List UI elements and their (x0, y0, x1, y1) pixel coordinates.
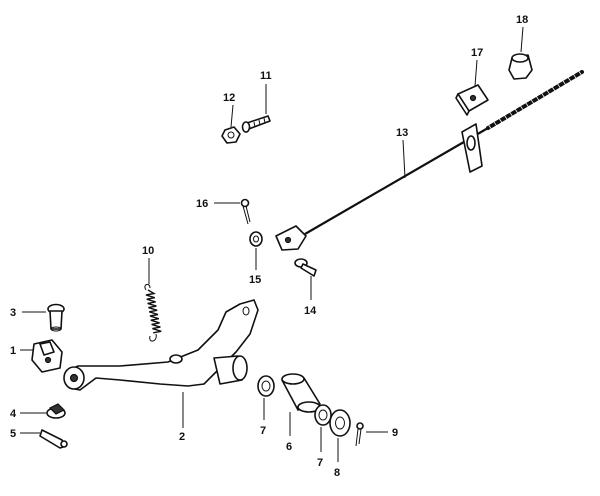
callout-7a: 7 (260, 425, 266, 437)
callout-10: 10 (142, 245, 154, 257)
callout-18: 18 (516, 14, 528, 26)
rod-clevis (275, 225, 307, 251)
leader-13 (402, 139, 406, 179)
callout-4: 4 (10, 408, 17, 420)
callout-17: 17 (471, 47, 483, 59)
part-16-cotter-pin (240, 198, 251, 225)
part-7-washer-a (257, 375, 275, 397)
part-7-washer-b (314, 404, 332, 426)
part-12-nut (221, 126, 241, 144)
callout-12: 12 (223, 92, 235, 104)
part-18-cap (508, 53, 533, 80)
callout-15: 15 (249, 274, 261, 286)
callout-13: 13 (396, 127, 408, 139)
part-15-washer (249, 231, 263, 247)
part-8-washer (329, 409, 351, 437)
part-3-pivot-bolt (47, 303, 65, 332)
part-1-mounting-bracket (31, 339, 63, 373)
callout-5: 5 (10, 428, 16, 440)
callout-14: 14 (304, 305, 317, 317)
callout-2: 2 (179, 431, 185, 443)
callout-11: 11 (260, 70, 272, 82)
leader-18 (520, 26, 524, 53)
part-13-brake-rod (304, 69, 584, 235)
part-11-bolt (241, 115, 271, 133)
rod-threads (487, 69, 583, 131)
part-5-spring-clip (39, 429, 68, 449)
part-2-brake-pedal-arm (63, 299, 259, 391)
callout-9: 9 (392, 427, 398, 439)
leader-17 (474, 59, 478, 87)
part-14-clevis-pin (294, 258, 317, 277)
part-9-cotter-pin (355, 422, 364, 447)
callout-16: 16 (196, 198, 208, 210)
callout-7b: 7 (317, 457, 323, 469)
callout-8: 8 (334, 467, 340, 479)
callout-6: 6 (286, 441, 292, 453)
callout-3: 3 (10, 307, 16, 319)
part-6-bushing (281, 373, 321, 413)
part-17-adjuster-block (455, 84, 489, 116)
leader-12 (230, 104, 234, 128)
part-4-clip (46, 403, 66, 419)
callout-1: 1 (10, 345, 16, 357)
part-10-return-spring (144, 283, 162, 342)
